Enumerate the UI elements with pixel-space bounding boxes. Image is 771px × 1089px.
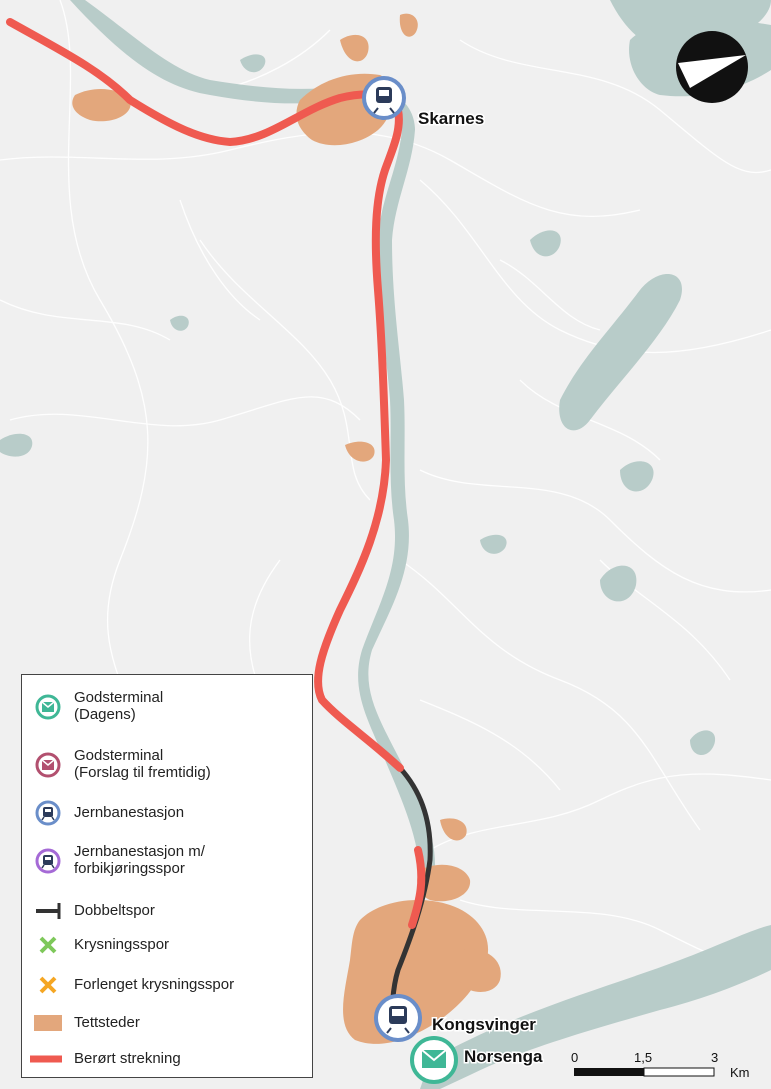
railway-station-passing-icon <box>35 848 61 874</box>
railway-station-icon <box>35 800 61 826</box>
legend-item-double-track: Dobbeltspor <box>22 897 312 925</box>
legend-label: Berørt strekning <box>74 1050 181 1067</box>
legend-item-crossing-track: Krysningsspor <box>22 931 312 959</box>
legend-label: Godsterminal (Dagens) <box>74 689 164 723</box>
scale-unit: Km <box>730 1065 750 1080</box>
urban-area-icon <box>34 1015 62 1031</box>
freight-terminal-current-icon <box>35 694 61 720</box>
freight-terminal-norsenga[interactable] <box>410 1036 458 1084</box>
road-network <box>0 0 771 965</box>
legend-item-freight-proposed: Godsterminal (Forslag til fremtidig) <box>22 743 312 787</box>
north-arrow-icon <box>676 31 748 103</box>
crossing-track-icon <box>39 936 57 954</box>
legend-label: Krysningsspor <box>74 936 170 953</box>
freight-terminal-proposed-icon <box>35 752 61 778</box>
legend-item-station-passing: Jernbanestasjon m/ forbikjøringsspor <box>22 839 312 883</box>
legend-item-station: Jernbanestasjon <box>22 797 312 831</box>
legend-item-extended-crossing-track: Forlenget krysningsspor <box>22 971 312 999</box>
extended-crossing-track-icon <box>39 976 57 994</box>
legend-label: Jernbanestasjon <box>74 804 185 821</box>
place-label-norsenga: Norsenga <box>464 1047 543 1066</box>
legend-label: Godsterminal (Forslag til fremtidig) <box>74 747 211 781</box>
legend-label: Tettsteder <box>74 1014 140 1031</box>
scale-label-0: 0 <box>571 1050 578 1065</box>
legend-label: Forlenget krysningsspor <box>74 976 235 993</box>
station-skarnes[interactable] <box>362 76 406 120</box>
scale-label-3: 3 <box>711 1050 718 1065</box>
legend-item-affected-section: Berørt strekning <box>22 1045 312 1073</box>
railway-line <box>6 18 433 1034</box>
affected-section-icon <box>30 1055 62 1063</box>
station-kongsvinger[interactable] <box>374 994 422 1042</box>
legend-label: Jernbanestasjon m/ forbikjøringsspor <box>74 843 205 877</box>
legend-item-freight-current: Godsterminal (Dagens) <box>22 685 312 729</box>
legend-label: Dobbeltspor <box>74 902 155 919</box>
scale-bar: 0 1,5 3 Km <box>571 1050 750 1080</box>
scale-label-1-5: 1,5 <box>634 1050 652 1065</box>
map-legend: Godsterminal (Dagens) Godsterminal (Fors… <box>21 674 313 1078</box>
legend-item-urban-area: Tettsteder <box>22 1009 312 1037</box>
place-label-skarnes: Skarnes <box>418 109 484 128</box>
double-track-icon <box>36 903 61 919</box>
place-label-kongsvinger: Kongsvinger <box>432 1015 536 1034</box>
